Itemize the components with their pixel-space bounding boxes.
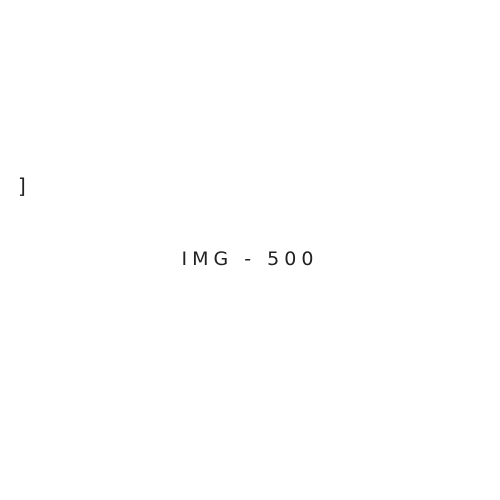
bracket-mark: ]: [18, 174, 26, 198]
image-label: IMG - 500: [181, 248, 319, 270]
